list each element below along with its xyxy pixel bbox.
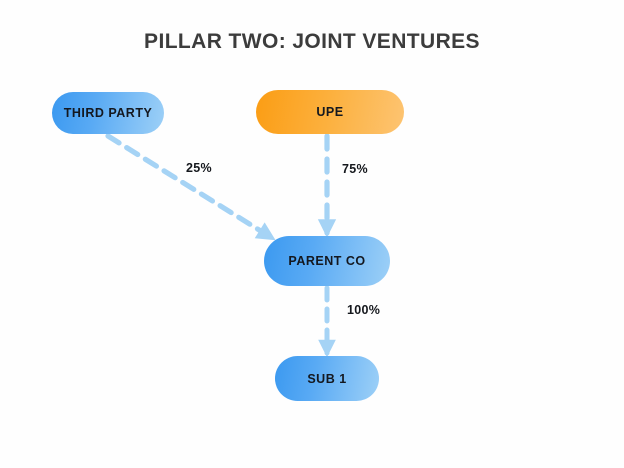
node-upe[interactable]: UPE [256,90,404,134]
edge-label-third-party-to-parent-co: 25% [186,161,212,175]
node-parent-co-label: PARENT CO [288,254,366,268]
edge-label-parent-co-to-sub-1: 100% [347,303,381,317]
node-parent-co[interactable]: PARENT CO [264,236,390,286]
node-upe-label: UPE [316,105,344,119]
edge-third-party-to-parent-co [105,133,276,241]
diagram-title: PILLAR TWO: JOINT VENTURES [144,30,480,53]
node-third-party-label: THIRD PARTY [63,106,153,120]
node-third-party[interactable]: THIRD PARTY [52,92,164,134]
node-sub-1[interactable]: SUB 1 [275,356,379,401]
node-sub-1-label: SUB 1 [307,371,347,386]
edge-label-upe-to-parent-co: 75% [342,162,368,176]
